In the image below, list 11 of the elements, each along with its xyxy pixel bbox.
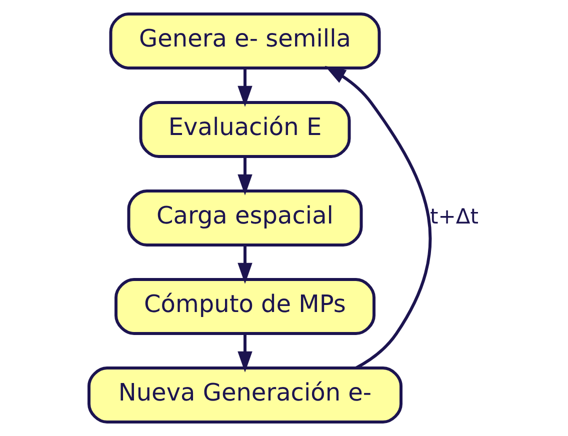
- arrow: [238, 68, 252, 107]
- node-box: Evaluación E: [139, 101, 351, 158]
- node-box: Nueva Generación e-: [88, 366, 402, 424]
- arrow: [238, 156, 252, 196]
- arrow: [238, 245, 252, 284]
- node-box: Genera e- semilla: [109, 12, 381, 70]
- edge-label: t+Δt: [430, 204, 478, 229]
- arrow: [324, 66, 432, 370]
- node-box: Carga espacial: [127, 190, 363, 246]
- node-box: Cómputo de MPs: [114, 278, 376, 335]
- arrow: [238, 334, 252, 372]
